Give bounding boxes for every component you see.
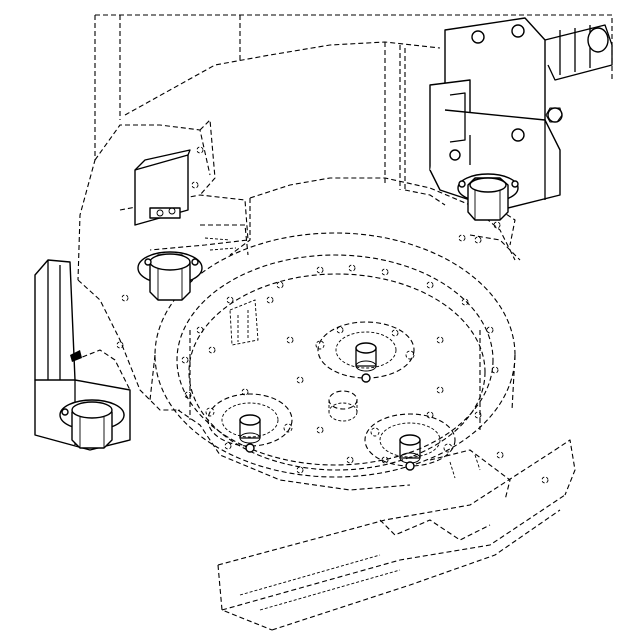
center-hub bbox=[329, 391, 357, 421]
table-latch bbox=[230, 300, 258, 345]
guide-rail bbox=[218, 440, 575, 630]
fixture-upper bbox=[316, 322, 414, 382]
upper-right-clamp-block bbox=[430, 18, 612, 245]
fixture-left bbox=[206, 389, 292, 452]
rotary-table bbox=[150, 233, 515, 477]
upper-right-hex-nut bbox=[458, 174, 518, 220]
center-left-hex-nut bbox=[138, 252, 202, 300]
sensor-bracket bbox=[120, 150, 248, 255]
